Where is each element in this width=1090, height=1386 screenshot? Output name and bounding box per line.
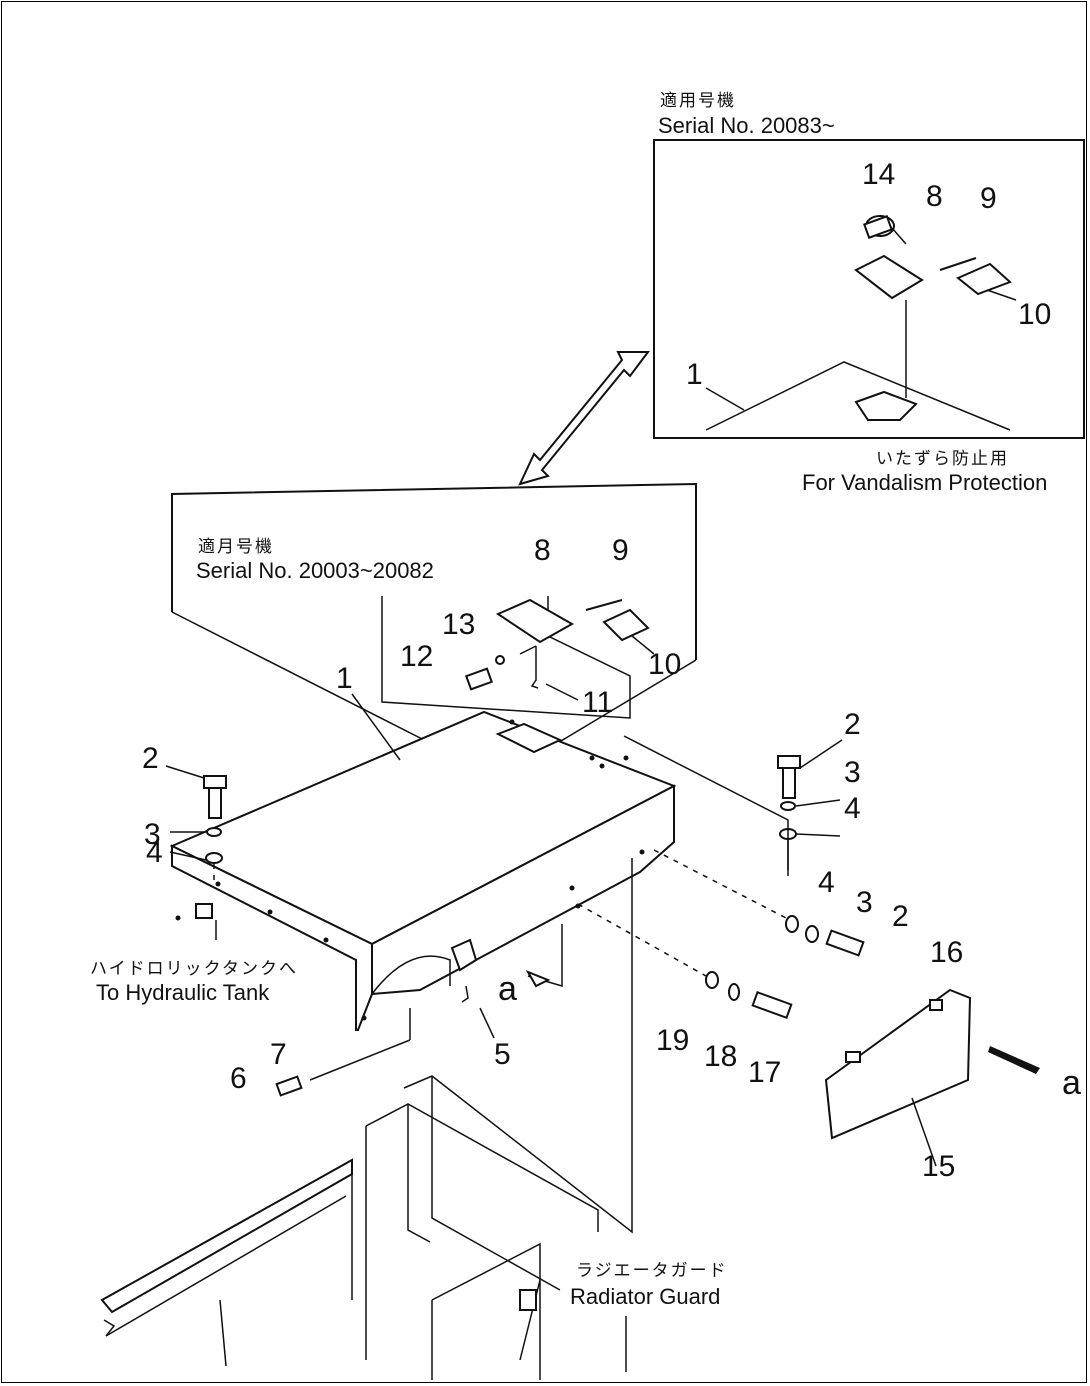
mid-callout-13: 13 <box>442 608 475 641</box>
callout-10: 10 <box>1018 298 1051 331</box>
mid-callout-9: 9 <box>612 534 629 567</box>
cover-plate-part <box>854 254 924 300</box>
mid-small-plate <box>602 608 650 642</box>
hinge-bracket-part <box>854 390 918 421</box>
engine-cover-assembly <box>165 710 1040 1167</box>
inset-frame <box>653 139 1085 439</box>
side-panel-part <box>824 988 1040 1167</box>
side-latch-part <box>450 938 478 972</box>
inset-serial-20003-20082: 適月号機 Serial No. 20003~20082 8 9 13 12 10 <box>171 482 697 745</box>
inset-serial-20083: 適用号機 Serial No. 20083~ 14 8 9 10 <box>653 91 1085 495</box>
mid-cover-plate <box>495 598 575 644</box>
small-plate-part <box>956 262 1012 296</box>
screw-part <box>275 1008 411 1097</box>
callout-16: 16 <box>930 936 963 969</box>
callout-5: 5 <box>494 1038 511 1071</box>
callout-4-right: 4 <box>844 792 861 825</box>
rivet-dots <box>175 719 645 1021</box>
inset-mid-serial: Serial No. 20003~20082 <box>196 558 434 583</box>
mid-spring <box>530 646 539 689</box>
view-label-a: a <box>498 970 517 1008</box>
callout-2-left: 2 <box>142 742 159 775</box>
callout-7: 7 <box>270 1038 287 1071</box>
pin-part <box>939 257 977 271</box>
hydraulic-jp: ハイドロリックタンクへ <box>90 959 298 978</box>
mid-pin <box>585 599 623 611</box>
inset-jp-label: 適用号機 <box>660 91 736 110</box>
callout-14: 14 <box>862 158 895 191</box>
callout-9: 9 <box>980 182 997 215</box>
inset-mid-frame <box>171 482 697 660</box>
bolt-set-left <box>165 765 227 880</box>
cover-arch <box>371 955 451 995</box>
main-callout-1: 1 <box>336 662 353 695</box>
mid-callout-8: 8 <box>534 534 551 567</box>
callout-4-lower: 4 <box>818 866 835 899</box>
mid-callout-10: 10 <box>648 648 681 681</box>
callout-19: 19 <box>656 1024 689 1057</box>
callout-2-right: 2 <box>844 708 861 741</box>
lock-cylinder-part <box>863 215 907 245</box>
mid-callout-12: 12 <box>400 640 433 673</box>
radiator-guard-structure <box>100 858 633 1380</box>
callout-1: 1 <box>686 358 703 391</box>
inset-serial-label: Serial No. 20083~ <box>658 113 835 138</box>
hydraulic-port <box>195 903 213 919</box>
bolt-set-side <box>577 903 793 1020</box>
engine-cover-skirt <box>171 844 373 1031</box>
inspection-opening <box>495 722 563 754</box>
callout-3-left: 3 <box>144 818 161 851</box>
callout-18: 18 <box>704 1040 737 1073</box>
hydraulic-en: To Hydraulic Tank <box>96 980 270 1005</box>
reference-arrow <box>518 351 650 486</box>
view-label-a-right: a <box>1062 1064 1081 1102</box>
radiator-jp: ラジエータガード <box>576 1261 728 1280</box>
callout-6: 6 <box>230 1062 247 1095</box>
callout-3-right: 3 <box>844 756 861 789</box>
mid-bolt <box>464 667 494 691</box>
callout-3-lower: 3 <box>856 886 873 919</box>
mid-callout-11: 11 <box>582 686 613 719</box>
bolt-set-lower <box>653 849 865 957</box>
callout-15: 15 <box>922 1150 955 1183</box>
inset-mid-jp-label: 適月号機 <box>198 537 274 556</box>
mid-washer <box>495 655 505 665</box>
callout-8: 8 <box>926 180 943 213</box>
callout-17: 17 <box>748 1056 781 1089</box>
vandalism-jp: いたずら防止用 <box>876 449 1009 468</box>
callout-4-left: 4 <box>146 836 163 869</box>
main-callouts: 1 2 3 4 2 3 4 4 3 2 5 6 7 19 18 17 16 15… <box>90 662 1081 1309</box>
view-arrow-a <box>525 924 563 988</box>
cover-roof-outline <box>705 361 1011 431</box>
radiator-en: Radiator Guard <box>570 1284 720 1309</box>
callout-2-lower: 2 <box>892 900 909 933</box>
vandalism-en: For Vandalism Protection <box>802 470 1047 495</box>
